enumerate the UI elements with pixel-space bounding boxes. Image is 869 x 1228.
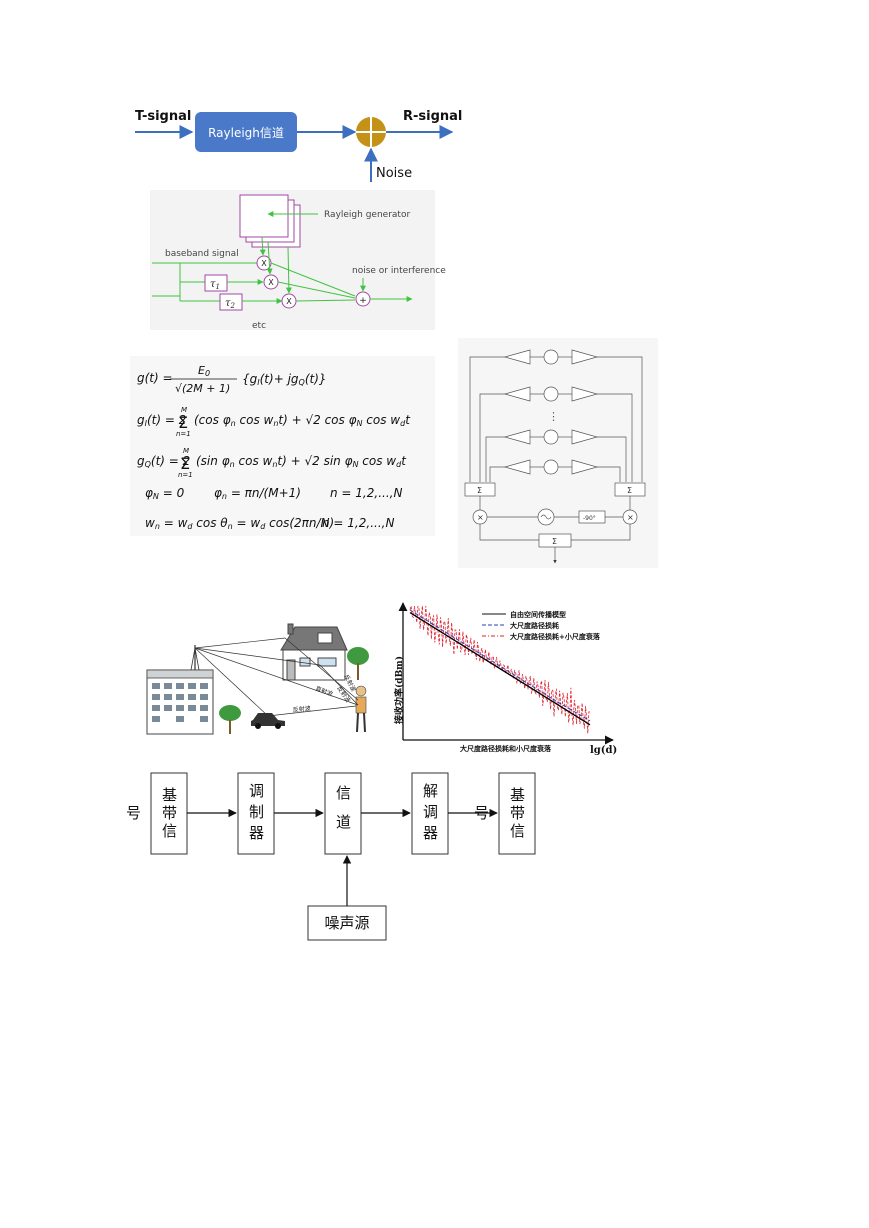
t-signal-label: T-signal: [135, 109, 191, 124]
equation-block: g(t) = E0 √(2M + 1) {gI(t)+ jgQ(t)} gI(t…: [130, 356, 435, 536]
multipath-scene-figure: 直射波 反射波 反射波 反射波: [146, 623, 369, 735]
legend-free-space-label: 自由空间传播模型: [510, 610, 566, 619]
block-baseband-out: [498, 772, 536, 855]
svg-text:{gI(t)+ jgQ(t)}: {gI(t)+ jgQ(t)}: [242, 372, 327, 387]
noise-interference-label: noise or interference: [352, 266, 446, 276]
multiplier-left-symbol: ×: [477, 513, 484, 522]
tree-icon: [219, 705, 241, 721]
svg-text:τ2: τ2: [225, 298, 236, 310]
tapped-delay-figure: Rayleigh generator baseband signal τ1 τ2…: [150, 190, 446, 331]
reflected-wave-label-2: 反射波: [292, 704, 311, 714]
tau2-label: τ: [225, 298, 231, 309]
sum-symbol-left: Σ: [477, 486, 482, 495]
block-baseband-out-label: 基带信号: [472, 787, 526, 841]
rayleigh-channel-box: [195, 112, 297, 152]
svg-text:M: M: [181, 406, 187, 414]
block-noise-source: [307, 905, 387, 941]
baseband-signal-label: baseband signal: [165, 249, 239, 259]
comm-system-figure: [150, 772, 536, 941]
sum-symbol-right: Σ: [627, 486, 632, 495]
block-baseband-in: [150, 772, 188, 855]
oscillator-row-3: [503, 429, 599, 445]
tau1-label: τ: [210, 279, 216, 290]
rayleigh-generator-box-1: [239, 194, 289, 238]
svg-text:n=1: n=1: [178, 471, 193, 479]
block-modulator: [237, 772, 275, 855]
delay-tau1-box: [204, 274, 228, 292]
house-icon: [280, 623, 348, 681]
rayleigh-generator-label: Rayleigh generator: [324, 210, 410, 220]
block-demodulator-label: 解调器: [421, 782, 439, 846]
x-axis-label: lg(d): [590, 745, 617, 756]
oscillator-row-4: [503, 459, 599, 475]
rayleigh-channel-label: Rayleigh信道: [208, 126, 284, 140]
chart-caption: 大尺度路径损耗和小尺度衰落: [460, 744, 552, 753]
series-free-space-line: [409, 612, 591, 726]
block-baseband-in-label: 基带信号: [124, 787, 178, 841]
equation-1: g(t) =: [137, 371, 173, 385]
series-fading-line: [409, 605, 590, 734]
tau1-subscript: 1: [216, 283, 220, 291]
final-sum-symbol: Σ: [552, 537, 557, 546]
r-signal-label: R-signal: [403, 109, 462, 124]
summer-symbol: +: [359, 296, 367, 306]
tau2-subscript: 2: [230, 302, 236, 310]
delay-tau2-box: [219, 293, 243, 311]
multiplier-3-symbol: X: [286, 297, 292, 306]
noise-label: Noise: [376, 166, 412, 181]
block-demodulator: [411, 772, 449, 855]
etc-label: etc: [252, 321, 266, 331]
equation-3: gQ(t) = 2: [137, 454, 190, 469]
equation-5: wn = wd cos θn = wd cos(2πn/N)n = 1,2,..…: [145, 516, 394, 531]
svg-text:τ1: τ1: [210, 279, 220, 291]
equation-2: gI(t) = 2: [137, 413, 186, 428]
car-icon: [251, 713, 285, 729]
multiplier-2-symbol: X: [268, 278, 274, 287]
legend-fading-label: 大尺度路径损耗+小尺度衰落: [510, 632, 601, 641]
jakes-simulator-figure: ⋮ Σ Σ × ×: [458, 338, 658, 568]
block-channel: [324, 772, 362, 855]
svg-text:M: M: [183, 447, 189, 455]
legend-large-scale-label: 大尺度路径损耗: [510, 621, 559, 630]
person-icon: [355, 685, 367, 733]
path-loss-chart: 接收功率(dBm) lg(d) 大尺度路径损耗和小尺度衰落 自由空间传播模型 大…: [393, 602, 617, 756]
series-large-scale-line: [409, 609, 591, 722]
rayleigh-channel-figure: T-signal Rayleigh信道 R-signal Noise: [135, 109, 462, 182]
multiplier-right-symbol: ×: [627, 513, 634, 522]
multiplier-1-symbol: X: [261, 259, 267, 268]
oscillator-row-2: [503, 386, 599, 402]
block-noise-source-label: 噪声源: [324, 914, 370, 932]
block-modulator-label: 调制器: [247, 782, 265, 846]
svg-text:Σ: Σ: [178, 413, 188, 432]
oscillator-row-1: [503, 349, 599, 365]
y-axis-label: 接收功率(dBm): [393, 656, 405, 724]
svg-text:n=1: n=1: [176, 430, 191, 438]
svg-text:√(2M + 1): √(2M + 1): [175, 382, 230, 395]
block-channel-label: 信道: [334, 785, 352, 843]
phase-shift-label: -90°: [583, 515, 596, 522]
svg-text:Σ: Σ: [180, 454, 190, 473]
chart-series-group: [409, 605, 591, 734]
ellipsis-dots: ⋮: [548, 410, 559, 423]
